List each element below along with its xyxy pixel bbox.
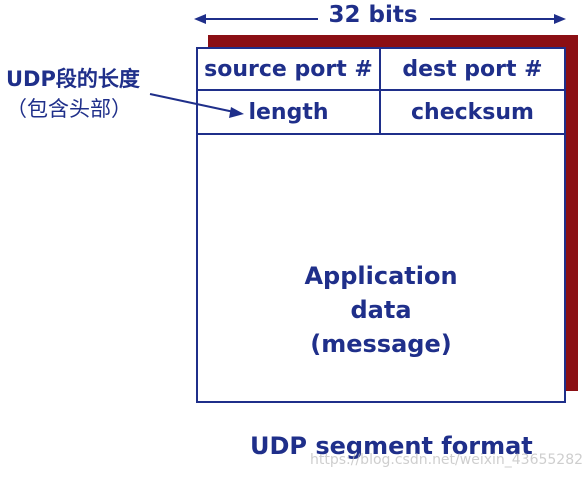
watermark: https://blog.csdn.net/weixin_43655282 xyxy=(310,452,584,468)
diagram-caption: UDP segment format xyxy=(250,432,533,460)
length-annotation: UDP段的长度 （包含头部） xyxy=(6,64,140,124)
field-checksum: checksum xyxy=(381,91,564,135)
width-arrow xyxy=(194,14,566,24)
payload-line-1: Application xyxy=(304,262,458,290)
annotation-line-1: UDP段的长度 xyxy=(6,67,140,91)
width-label: 32 bits xyxy=(328,2,418,28)
payload-line-2: data xyxy=(350,296,412,324)
field-source-port: source port # xyxy=(198,49,381,91)
field-length: length xyxy=(198,91,381,135)
payload-line-3: (message) xyxy=(310,330,452,358)
udp-segment-box: source port # dest port # length checksu… xyxy=(196,47,566,403)
application-data-region: Application data (message) xyxy=(198,259,564,361)
annotation-line-2: （包含头部） xyxy=(6,97,132,121)
field-dest-port: dest port # xyxy=(381,49,564,91)
